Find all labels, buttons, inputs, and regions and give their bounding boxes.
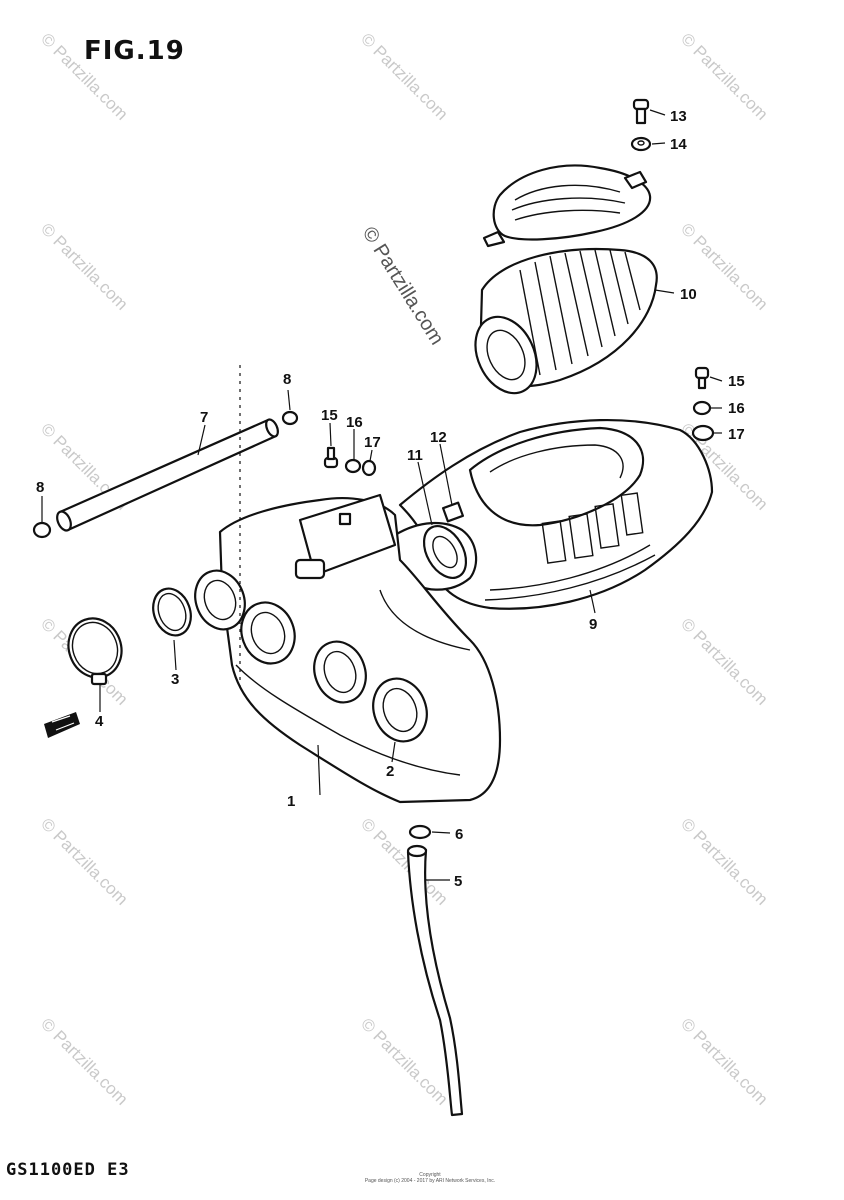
part-17-grommet — [361, 459, 377, 477]
watermark: © Partzilla.com — [37, 814, 131, 908]
watermark: © Partzilla.com — [677, 29, 771, 123]
part-2-intake-boot — [372, 677, 428, 743]
filter-cover — [482, 164, 652, 248]
callout-13: 13 — [670, 108, 687, 125]
callout-15-left: 15 — [321, 407, 338, 424]
watermark: © Partzilla.com — [37, 29, 131, 123]
callout-7: 7 — [200, 409, 208, 426]
watermark: © Partzilla.com — [37, 1014, 131, 1108]
callout-3: 3 — [171, 671, 179, 688]
part-6-clip — [408, 824, 432, 840]
callout-15-right: 15 — [728, 373, 745, 390]
callout-16-right: 16 — [728, 400, 745, 417]
part-9-air-cleaner-case — [398, 418, 714, 610]
callout-9: 9 — [589, 616, 597, 633]
part-1-air-box — [218, 493, 502, 804]
part-15-bolt — [323, 446, 339, 469]
leader-lines — [41, 109, 723, 881]
copyright-line-2: Page design (c) 2004 - 2017 by ARI Netwo… — [364, 1178, 496, 1184]
callout-14: 14 — [670, 136, 687, 153]
part-2-intake-boot — [194, 569, 246, 631]
watermark: © Partzilla.com — [357, 1014, 451, 1108]
watermark: © Partzilla.com — [357, 29, 451, 123]
front-arrow-icon — [44, 712, 80, 738]
callout-2: 2 — [386, 763, 394, 780]
callout-8-upper: 8 — [283, 371, 291, 388]
watermark-dark: © Partzilla.com — [358, 223, 448, 349]
callout-11: 11 — [407, 447, 423, 464]
copyright-line-1: Copyright — [419, 1172, 441, 1178]
watermark: © Partzilla.com — [677, 814, 771, 908]
callout-4: 4 — [95, 713, 104, 730]
figure-title: FIG.19 — [84, 36, 185, 66]
part-8-clip — [32, 521, 52, 539]
callout-5: 5 — [454, 873, 462, 890]
watermark: © Partzilla.com — [677, 614, 771, 708]
model-code: GS1100ED E3 — [6, 1160, 130, 1180]
watermark: © Partzilla.com — [677, 1014, 771, 1108]
callout-labels: 1 2 3 4 5 6 7 8 8 9 10 11 12 13 14 15 15… — [36, 108, 745, 890]
part-8-clip — [281, 410, 299, 426]
callout-8-lower: 8 — [36, 479, 44, 496]
copyright-note: Copyright Page design (c) 2004 - 2017 by… — [350, 1172, 510, 1184]
callout-1: 1 — [287, 793, 295, 810]
part-16-washer — [344, 458, 362, 474]
part-16-washer — [692, 400, 712, 416]
part-5-drain-hose — [406, 844, 464, 1117]
part-10-filter-element — [474, 247, 658, 395]
part-2-intake-boot — [313, 640, 367, 704]
watermark: © Partzilla.com — [357, 814, 451, 908]
part-2-intake-boot — [240, 601, 296, 665]
callout-12: 12 — [430, 429, 447, 446]
part-17-grommet — [691, 424, 715, 442]
callout-10: 10 — [680, 286, 697, 303]
part-7-hose — [56, 418, 279, 532]
part-15-bolt — [694, 366, 710, 390]
callout-6: 6 — [455, 826, 463, 843]
part-4-clamp — [67, 617, 123, 686]
callout-17-right: 17 — [728, 426, 745, 443]
callout-16-left: 16 — [346, 414, 363, 431]
watermark: © Partzilla.com — [37, 219, 131, 313]
part-13-screw — [632, 98, 650, 125]
callout-17-left: 17 — [364, 434, 381, 451]
part-3-band — [152, 587, 192, 637]
part-14-washer — [630, 136, 652, 152]
